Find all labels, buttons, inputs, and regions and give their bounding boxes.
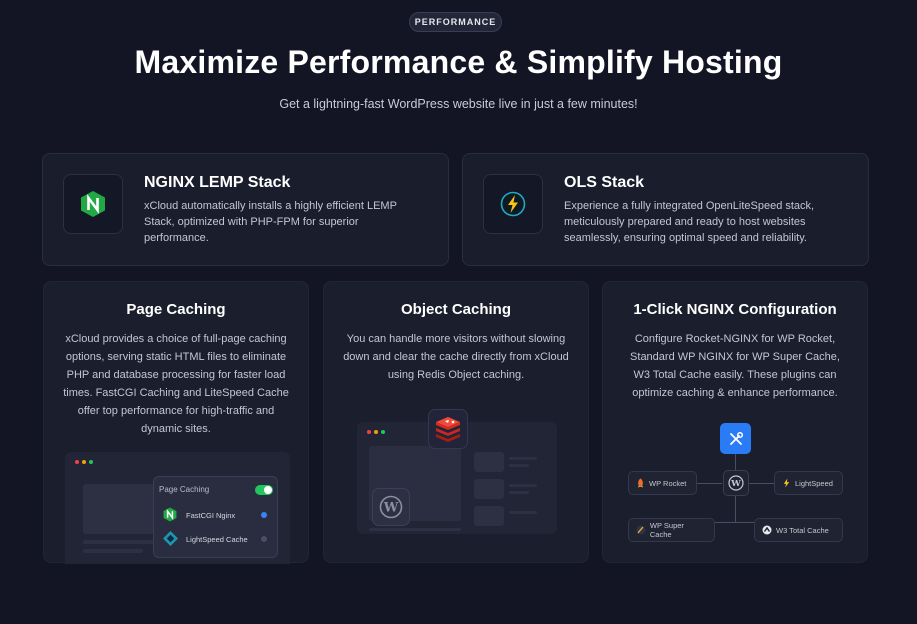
w3-total-cache-icon	[762, 525, 772, 535]
text-line	[509, 511, 537, 514]
connector-line	[735, 454, 736, 470]
super-cache-icon	[636, 525, 646, 535]
nginx-lemp-title: NGINX LEMP Stack	[144, 174, 291, 191]
list-thumb	[474, 506, 504, 526]
list-thumb	[474, 479, 504, 499]
redis-icon	[436, 417, 460, 442]
ols-stack-card: OLS Stack Experience a fully integrated …	[462, 153, 869, 266]
plugin-w3-total-cache[interactable]: W3 Total Cache	[754, 518, 843, 542]
content-placeholder	[83, 484, 159, 534]
plugin-w3-total-cache-label: W3 Total Cache	[776, 525, 829, 535]
wordpress-icon-box: W	[372, 488, 410, 526]
svg-text:W: W	[383, 501, 399, 516]
page-caching-toggle[interactable]	[255, 485, 273, 495]
nginx-lemp-card: NGINX LEMP Stack xCloud automatically in…	[42, 153, 449, 266]
plugin-wp-rocket-label: WP Rocket	[649, 478, 687, 488]
rocket-icon	[637, 478, 644, 488]
page-caching-card: Page Caching xCloud provides a choice of…	[43, 281, 309, 564]
wordpress-node: W	[723, 470, 749, 496]
option-fastcgi-label: FastCGI Nginx	[186, 511, 236, 520]
section-badge: PERFORMANCE	[409, 12, 502, 32]
object-caching-card: Object Caching You can handle more visit…	[323, 281, 589, 563]
nginx-config-title: 1-Click NGINX Configuration	[633, 301, 837, 318]
page-caching-title: Page Caching	[126, 301, 226, 318]
xcloud-tools-icon-box	[720, 423, 751, 454]
plugin-lightspeed[interactable]: LightSpeed	[774, 471, 843, 495]
nginx-icon	[81, 191, 105, 217]
page-subtitle: Get a lightning-fast WordPress website l…	[279, 97, 638, 111]
text-line	[509, 491, 529, 494]
nginx-config-card: 1-Click NGINX Configuration Configure Ro…	[602, 281, 868, 563]
object-caching-description: You can handle more visitors without slo…	[343, 333, 569, 381]
list-thumb	[474, 452, 504, 472]
connector-line	[749, 483, 774, 484]
option-lightspeed-label: LightSpeed Cache	[186, 535, 248, 544]
radio-selected[interactable]	[261, 512, 267, 518]
page-title: Maximize Performance & Simplify Hosting	[134, 44, 783, 80]
text-line	[83, 549, 143, 553]
nginx-icon	[163, 507, 177, 522]
plugin-wp-super-cache-label: WP Super Cache	[649, 521, 684, 539]
connector-line	[735, 496, 736, 522]
wordpress-icon: W	[728, 475, 744, 491]
text-line	[83, 540, 159, 544]
redis-icon-box	[428, 409, 468, 449]
ols-stack-title: OLS Stack	[564, 174, 645, 191]
window-dots	[75, 460, 93, 464]
lightspeed-icon	[783, 478, 790, 488]
ols-stack-description: Experience a fully integrated OpenLiteSp…	[564, 200, 815, 244]
wordpress-icon: W	[379, 495, 403, 519]
litespeed-icon-box	[483, 174, 543, 234]
panel-title: Page Caching	[159, 485, 210, 494]
object-caching-title: Object Caching	[400, 301, 512, 318]
connector-line	[715, 522, 757, 523]
text-line	[509, 464, 529, 467]
window-dots	[367, 430, 385, 434]
page-caching-panel: Page Caching FastCGI Nginx LightSpeed Ca…	[153, 476, 278, 558]
text-line	[509, 457, 537, 460]
connector-line	[697, 483, 722, 484]
radio-unselected[interactable]	[261, 536, 267, 542]
plugin-wp-super-cache[interactable]: WP Super Cache	[628, 518, 715, 542]
nginx-icon-box	[63, 174, 123, 234]
plugin-lightspeed-label: LightSpeed	[795, 478, 833, 488]
text-line	[369, 528, 461, 531]
nginx-config-description: Configure Rocket-NGINX for WP Rocket, St…	[630, 333, 840, 399]
litespeed-diamond-icon	[163, 531, 178, 546]
svg-text:W: W	[730, 479, 741, 489]
text-line	[509, 484, 537, 487]
tools-icon	[729, 431, 743, 445]
page-caching-description: xCloud provides a choice of full-page ca…	[63, 333, 289, 435]
plugin-wp-rocket[interactable]: WP Rocket	[628, 471, 697, 495]
nginx-lemp-description: xCloud automatically installs a highly e…	[144, 200, 397, 244]
litespeed-icon	[500, 191, 526, 217]
